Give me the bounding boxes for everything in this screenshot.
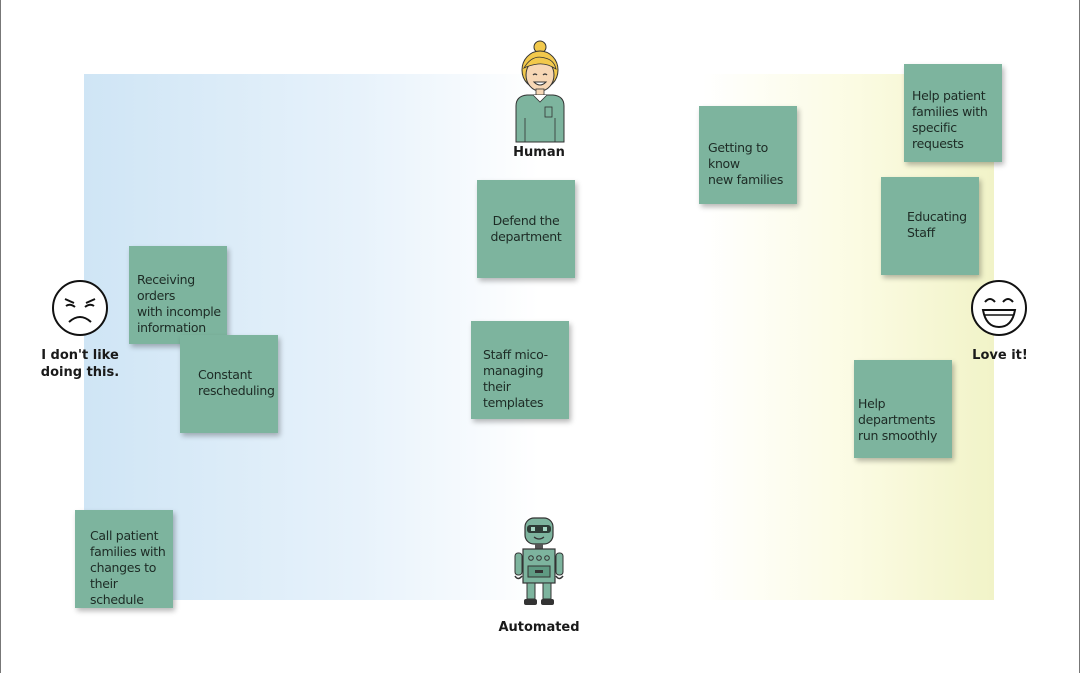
axis-label-automated: Automated (498, 620, 580, 635)
human-person-icon (515, 40, 565, 143)
axis-label-dislike: I don't like doing this. (40, 348, 120, 380)
happy-face-icon (971, 280, 1027, 336)
sticky-note-getting-to-know[interactable]: Getting to know new families (699, 106, 797, 204)
axis-label-love: Love it! (972, 348, 1028, 363)
robot-icon (514, 517, 564, 605)
angry-face-icon (52, 280, 108, 336)
sticky-note-defend-department[interactable]: Defend the department (477, 180, 575, 278)
sticky-note-constant-rescheduling[interactable]: Constant rescheduling (180, 335, 278, 433)
axis-label-human: Human (513, 145, 565, 160)
sticky-note-receiving-orders[interactable]: Receiving orders with incomple informati… (129, 246, 227, 344)
sticky-note-help-patient-families[interactable]: Help patient families with specific requ… (904, 64, 1002, 162)
sticky-note-educating-staff[interactable]: Educating Staff (881, 177, 979, 275)
sticky-note-call-patient-families[interactable]: Call patient families with changes to th… (75, 510, 173, 608)
sticky-note-help-departments[interactable]: Help departments run smoothly (854, 360, 952, 458)
sticky-note-staff-micromanaging[interactable]: Staff mico- managing their templates (471, 321, 569, 419)
